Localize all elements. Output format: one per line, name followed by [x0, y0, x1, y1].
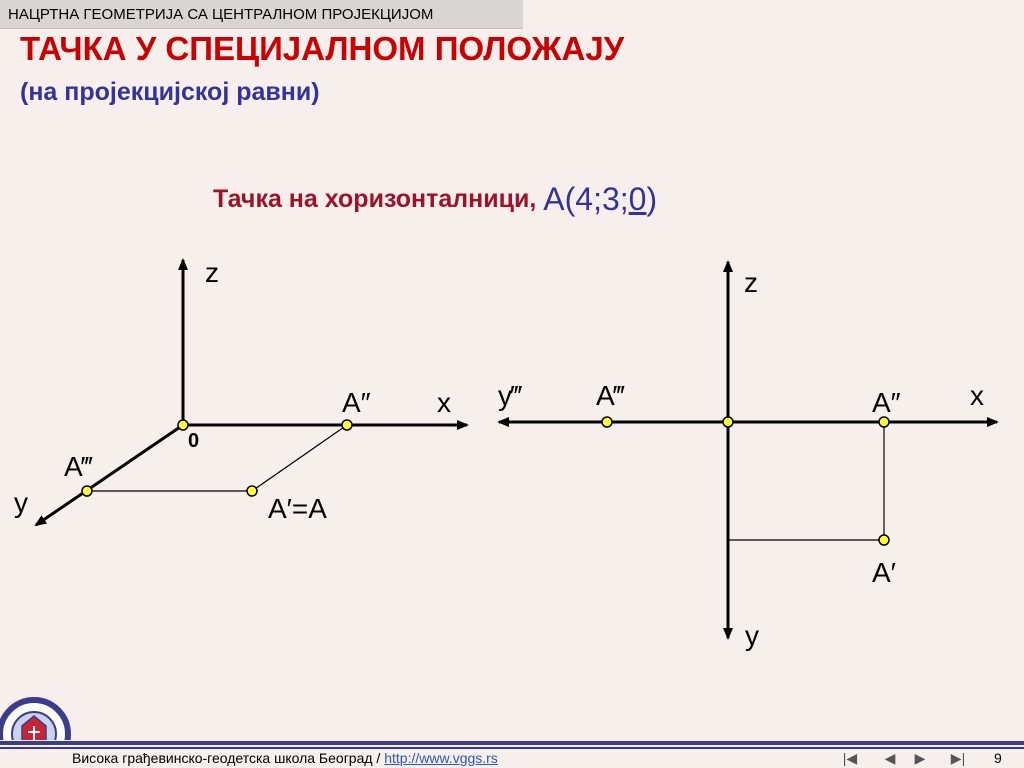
- footer-bar: [0, 741, 1024, 745]
- nav-last-button[interactable]: ▶|: [950, 750, 966, 766]
- school-logo: [0, 697, 71, 740]
- y-label: y: [14, 487, 28, 518]
- school-website-link[interactable]: http://www.vggs.rs: [384, 750, 498, 766]
- slide-subtitle: (на пројекцијској равни): [20, 78, 320, 106]
- nav-next-button[interactable]: ▶: [914, 750, 926, 766]
- origin-label: 0: [188, 430, 199, 452]
- origin-point: [177, 419, 189, 431]
- projection-drawings: z x y 0 A″ A‴ A′=A z x y‴ y A‴ A″ A′: [0, 257, 999, 740]
- a3-label: A‴: [64, 451, 93, 482]
- point-a3: [601, 416, 613, 428]
- point-a1: [878, 534, 890, 546]
- page-number: 9: [994, 750, 1002, 766]
- a1-label: A′=A: [268, 493, 327, 524]
- a2-label: A″: [872, 387, 901, 418]
- y3-label: y‴: [498, 380, 522, 411]
- nav-prev-button[interactable]: ◀: [884, 750, 896, 766]
- point-coordinates: А(4;3;0): [543, 181, 658, 217]
- z-label: z: [205, 257, 219, 288]
- coord-zero: 0: [628, 181, 647, 217]
- course-title: НАЦРТНА ГЕОМЕТРИЈА СА ЦЕНТРАЛНОМ ПРОЈЕКЦ…: [8, 6, 434, 23]
- x-label: x: [437, 387, 451, 418]
- a1-label: A′: [872, 557, 896, 588]
- x-label: x: [970, 380, 984, 411]
- point-a3: [81, 485, 93, 497]
- school-name: Висока грађевинско-геодетска школа Беогр…: [72, 750, 385, 766]
- y-label: y: [745, 620, 759, 651]
- footer-bar-thin: [0, 747, 1024, 749]
- origin-point: [722, 416, 734, 428]
- caption-text: Тачка на хоризонталници,: [213, 185, 537, 213]
- y-axis: [34, 423, 184, 527]
- footer-credit: Висока грађевинско-геодетска школа Беогр…: [72, 750, 498, 766]
- z-label: z: [744, 267, 758, 298]
- nav-first-button[interactable]: |◀: [842, 750, 858, 766]
- a2-label: A″: [342, 387, 371, 418]
- projection-line: [251, 424, 348, 492]
- course-header: НАЦРТНА ГЕОМЕТРИЈА СА ЦЕНТРАЛНОМ ПРОЈЕКЦ…: [0, 0, 523, 29]
- point-caption: Тачка на хоризонталници, А(4;3;0): [213, 178, 658, 217]
- point-a1: [246, 485, 258, 497]
- a3-label: A‴: [596, 380, 625, 411]
- axonometric-diagram: z x y 0 A″ A‴ A′=A: [14, 257, 469, 527]
- point-a2: [341, 419, 353, 431]
- point-a2: [878, 416, 890, 428]
- slide-title: ТАЧКА У СПЕЦИЈАЛНОМ ПОЛОЖАЈУ: [20, 30, 625, 67]
- orthographic-diagram: z x y‴ y A‴ A″ A′: [497, 260, 999, 651]
